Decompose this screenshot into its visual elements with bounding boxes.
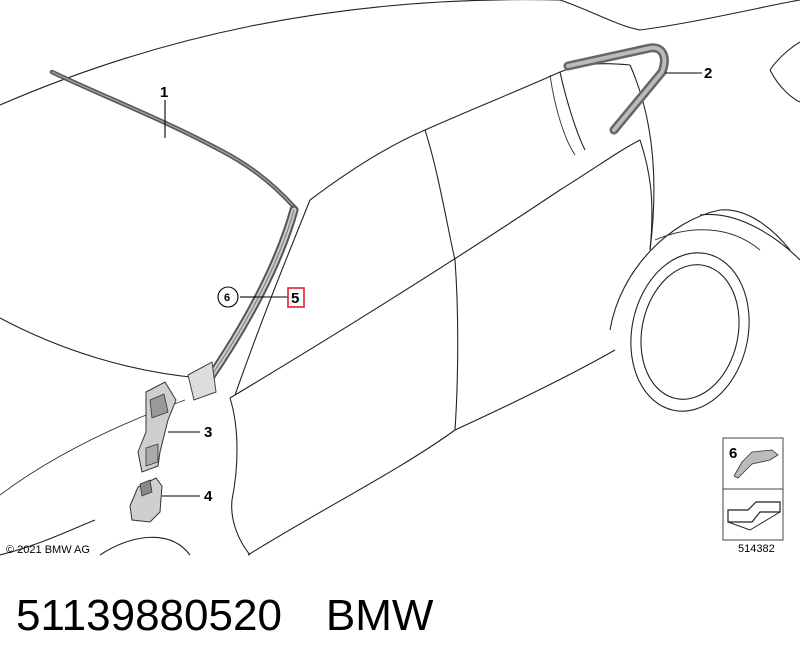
brand-name: BMW	[325, 591, 434, 640]
copyright-notice: © 2021 BMW AG	[6, 544, 90, 556]
callout-4: 4	[204, 488, 213, 505]
reference-number: 514382	[738, 543, 775, 555]
callout-2: 2	[704, 65, 712, 82]
callout-6-circle: 6	[217, 286, 239, 308]
arrow-icon	[727, 501, 781, 523]
part-number: 51139880520	[16, 591, 282, 640]
a-pillar-trim	[187, 205, 299, 401]
callout-5-highlight: 5	[287, 287, 305, 308]
parts-diagram: 1 2 3 4 6 5 6 514382 © 2021 BMW AG	[0, 0, 800, 556]
callout-1: 1	[160, 84, 168, 101]
bracket-part-3	[137, 381, 177, 473]
car-body-outline	[0, 0, 800, 556]
windshield-seal	[49, 69, 298, 211]
callout-6: 6	[224, 292, 230, 304]
leader-lines	[162, 72, 702, 497]
caption: 51139880520 BMW	[16, 586, 433, 646]
legend-box: 6 514382	[722, 437, 784, 555]
quarter-window-seal	[563, 43, 669, 135]
clip-part-icon	[733, 449, 779, 479]
callout-5: 5	[291, 290, 299, 307]
legend-item-number: 6	[729, 445, 737, 462]
bracket-part-4	[129, 477, 163, 523]
callout-3: 3	[204, 424, 212, 441]
